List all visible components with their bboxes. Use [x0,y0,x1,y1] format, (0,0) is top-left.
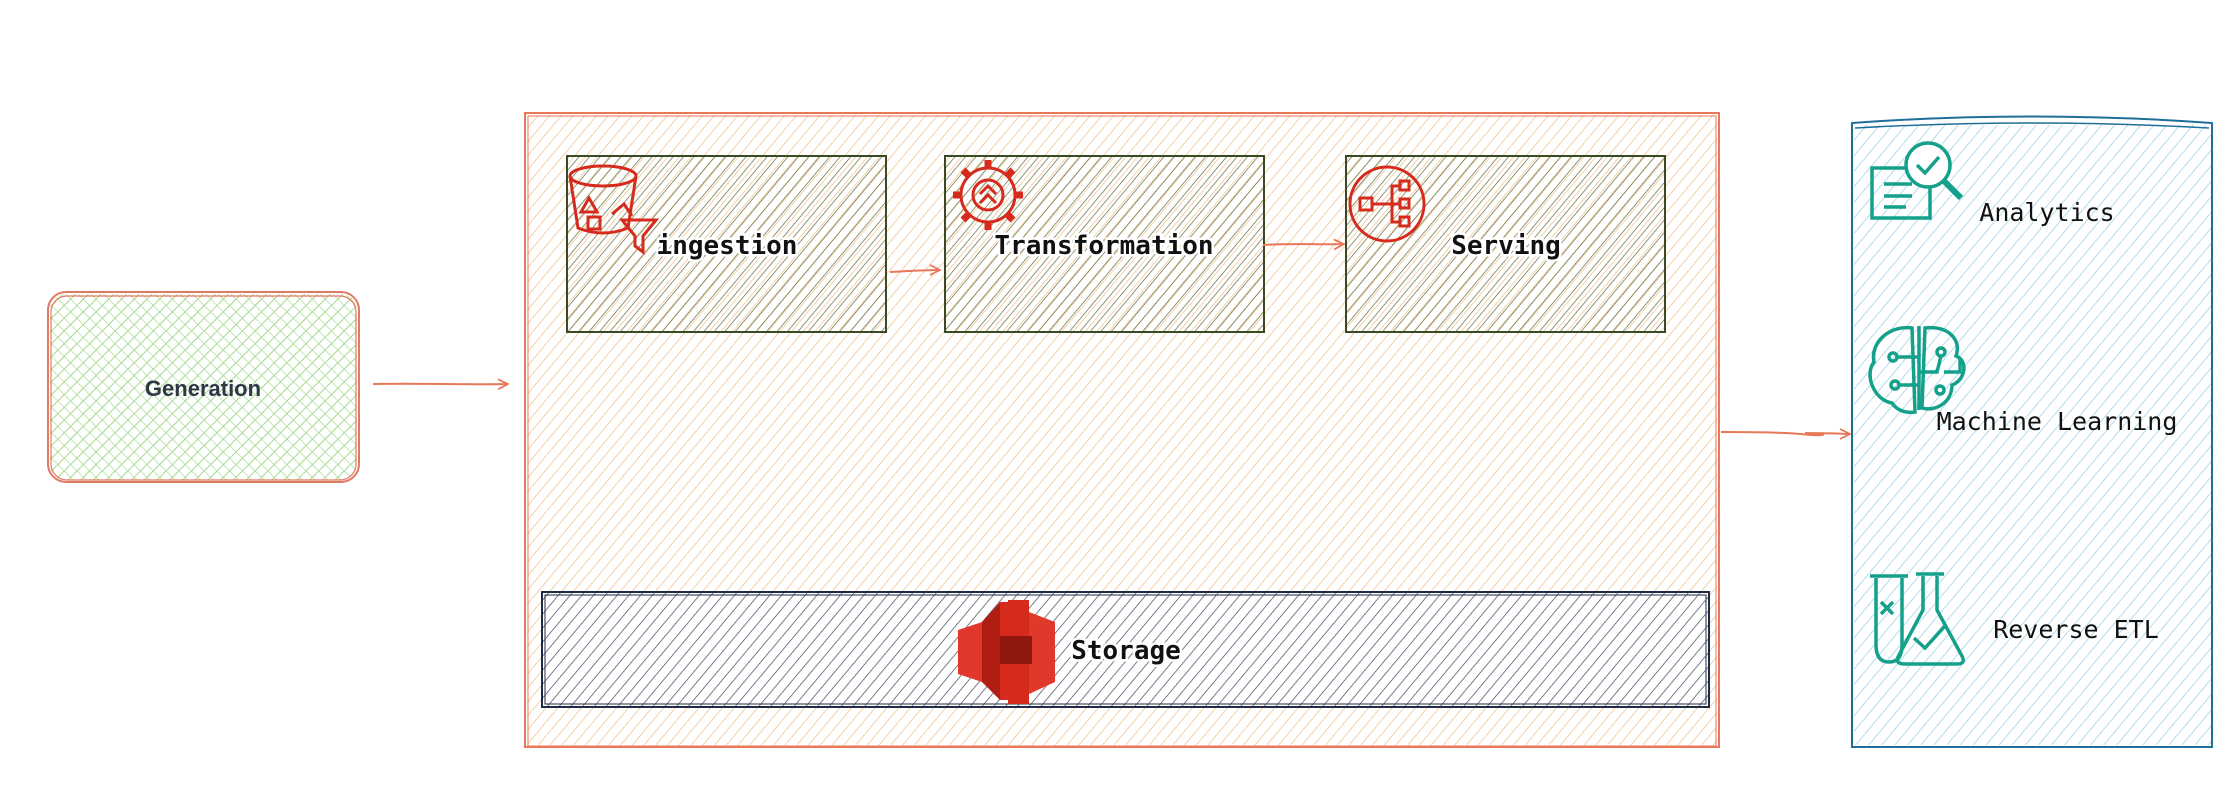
generation-label: Generation [145,376,261,401]
generation-node: Generation [47,291,360,483]
consumers-store [1851,115,2213,748]
storage-node: Storage [541,591,1710,708]
machine-learning-item: Machine Learning [1868,325,2178,436]
serving-node: Serving [1345,155,1666,333]
arrow-pipeline-to-consumers [1720,432,1850,435]
transformation-gear-icon [953,160,1023,230]
analytics-label: Analytics [1979,198,2114,227]
data-serving-icon [1348,165,1426,243]
s3-bucket-icon [958,600,1055,704]
storage-label: Storage [1071,636,1181,666]
data-ingestion-icon [568,164,660,255]
transformation-label: Transformation [994,231,1213,261]
brain-circuit-icon [1868,325,1966,415]
ingestion-label: ingestion [657,231,798,261]
arrow-ingestion-to-transformation [889,270,940,272]
reverse-etl-item: Reverse ETL [1870,572,2159,666]
analytics-report-icon [1870,141,1964,220]
arrow-transformation-to-serving [1262,244,1344,245]
lab-flasks-icon [1870,572,1965,666]
transformation-node: Transformation [944,155,1265,333]
machine-learning-label: Machine Learning [1937,407,2178,436]
serving-label: Serving [1451,231,1561,261]
arrow-generation-to-pipeline [372,384,508,385]
ingestion-node: ingestion [566,155,887,333]
analytics-item: Analytics [1870,141,2115,227]
reverse-etl-label: Reverse ETL [1993,615,2159,644]
